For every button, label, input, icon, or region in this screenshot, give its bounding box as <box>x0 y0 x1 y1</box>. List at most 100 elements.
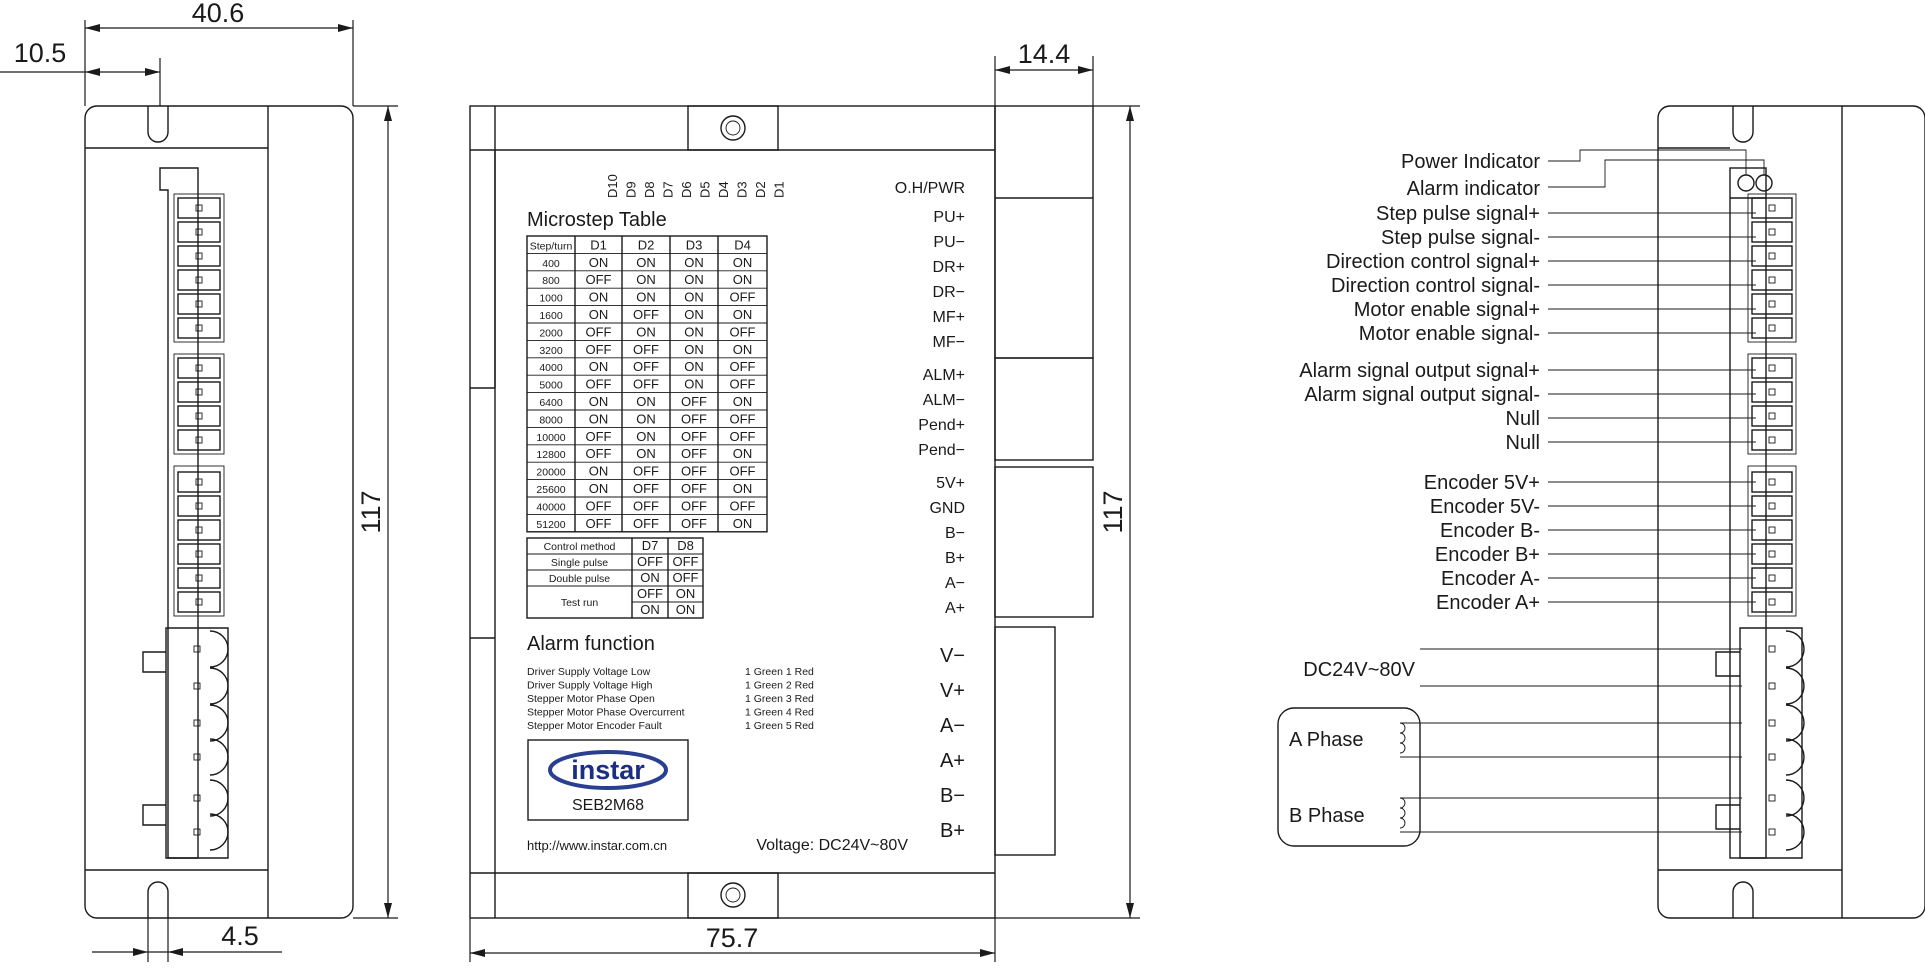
power-pin-hole <box>193 828 201 836</box>
microstep-cell: ON <box>684 307 704 322</box>
control-cell: D8 <box>677 538 694 553</box>
pin-hole <box>1768 324 1776 332</box>
dim-arrow <box>145 68 160 76</box>
control-cell: D7 <box>642 538 659 553</box>
microstep-title: Microstep Table <box>527 209 667 231</box>
terminal-pin <box>177 495 221 517</box>
terminal-pin <box>177 269 221 291</box>
control-cell: OFF <box>673 570 699 585</box>
microstep-cell: ON <box>636 324 656 339</box>
dip-label: D4 <box>716 181 731 198</box>
dim-arrow <box>384 903 392 918</box>
microstep-cell: ON <box>733 255 753 270</box>
wiring-power-connector <box>1739 627 1803 859</box>
microstep-cell: ON <box>733 516 753 531</box>
microstep-header-cell: D4 <box>734 237 751 252</box>
microstep-cell: 800 <box>542 275 560 287</box>
microstep-cell: OFF <box>586 516 612 531</box>
pin-hole <box>1768 526 1776 534</box>
signal-terminal-label: B+ <box>945 550 965 567</box>
microstep-cell: 40000 <box>536 501 565 513</box>
brand-logo: instar <box>571 755 645 785</box>
pin-hole <box>195 252 203 260</box>
microstep-cell: ON <box>733 394 753 409</box>
signal-label: Encoder B+ <box>1435 544 1540 566</box>
power-terminal-block <box>994 626 1056 856</box>
microstep-cell: ON <box>636 429 656 444</box>
test-run-label: Test run <box>561 597 599 609</box>
microstep-cell: OFF <box>586 498 612 513</box>
signal-terminal-label: MF+ <box>933 309 965 326</box>
microstep-cell: OFF <box>633 464 659 479</box>
microstep-cell: ON <box>589 255 609 270</box>
signal-terminal-label: GND <box>929 500 965 517</box>
terminal-pin <box>1751 293 1793 315</box>
microstep-cell: ON <box>589 411 609 426</box>
control-cell: Single pulse <box>551 557 608 569</box>
pin-group <box>1747 465 1797 617</box>
alarm-code: 1 Green 2 Red <box>745 680 814 692</box>
signal-terminal-label: PU+ <box>933 209 965 226</box>
microstep-cell: 8000 <box>539 414 563 426</box>
control-border <box>526 537 704 619</box>
alarm-condition: Stepper Motor Encoder Fault <box>527 720 662 732</box>
motor-phase-box <box>1277 707 1421 847</box>
pin-hole <box>1768 228 1776 236</box>
control-cell: Control method <box>544 541 616 553</box>
terminal-pin <box>1751 197 1793 219</box>
dim-width-offset: 10.5 <box>14 38 67 68</box>
power-pin-hole <box>1768 828 1776 836</box>
signal-terminal-label: A− <box>945 575 965 592</box>
test-run-cell: ON <box>676 602 696 617</box>
microstep-cell: OFF <box>586 342 612 357</box>
terminal-pin <box>177 567 221 589</box>
microstep-cell: OFF <box>586 324 612 339</box>
microstep-cell: ON <box>733 272 753 287</box>
terminal-block-2 <box>994 357 1094 461</box>
microstep-cell: OFF <box>681 411 707 426</box>
alarm-condition: Stepper Motor Phase Open <box>527 693 655 705</box>
microstep-cell: 4000 <box>539 362 563 374</box>
side-view: 40.6 10.5 4.5 117 <box>0 0 398 962</box>
microstep-cell: 12800 <box>536 449 565 461</box>
power-pin-curve <box>1785 667 1805 705</box>
power-pin-hole <box>1768 645 1776 653</box>
pin-hole <box>1768 252 1776 260</box>
microstep-cell: 5000 <box>539 380 563 392</box>
wiring-view: Step pulse signal+Step pulse signal-Dire… <box>1277 105 1925 919</box>
pin-hole <box>195 412 203 420</box>
side-bottom-slot <box>147 881 169 918</box>
signal-terminal-label: B− <box>945 525 965 542</box>
microstep-cell: OFF <box>730 377 756 392</box>
terminal-pin <box>1751 591 1793 613</box>
phase-b-coil <box>1399 797 1406 829</box>
power-terminal-label: V+ <box>940 680 965 702</box>
microstep-cell: OFF <box>633 342 659 357</box>
terminal-pin <box>177 429 221 451</box>
power-pin-curve <box>209 630 229 668</box>
terminal-pin <box>177 405 221 427</box>
alarm-code: 1 Green 3 Red <box>745 693 814 705</box>
pin-group <box>1747 193 1797 343</box>
terminal-pin <box>177 471 221 493</box>
microstep-cell: OFF <box>633 481 659 496</box>
side-pin-column <box>173 193 225 617</box>
signal-terminal-label: MF− <box>933 334 965 351</box>
microstep-cell: OFF <box>730 411 756 426</box>
microstep-cell: OFF <box>730 429 756 444</box>
microstep-cell: OFF <box>730 464 756 479</box>
terminal-pin <box>177 197 221 219</box>
power-pin-hole <box>193 682 201 690</box>
microstep-cell: OFF <box>586 429 612 444</box>
microstep-cell: OFF <box>730 359 756 374</box>
microstep-cell: ON <box>589 307 609 322</box>
signal-terminal-label: Pend+ <box>918 417 965 434</box>
microstep-cell: OFF <box>586 446 612 461</box>
signal-label: Motor enable signal- <box>1359 323 1540 345</box>
signal-label: Alarm signal output signal- <box>1304 384 1540 406</box>
test-run-cell: ON <box>640 602 660 617</box>
